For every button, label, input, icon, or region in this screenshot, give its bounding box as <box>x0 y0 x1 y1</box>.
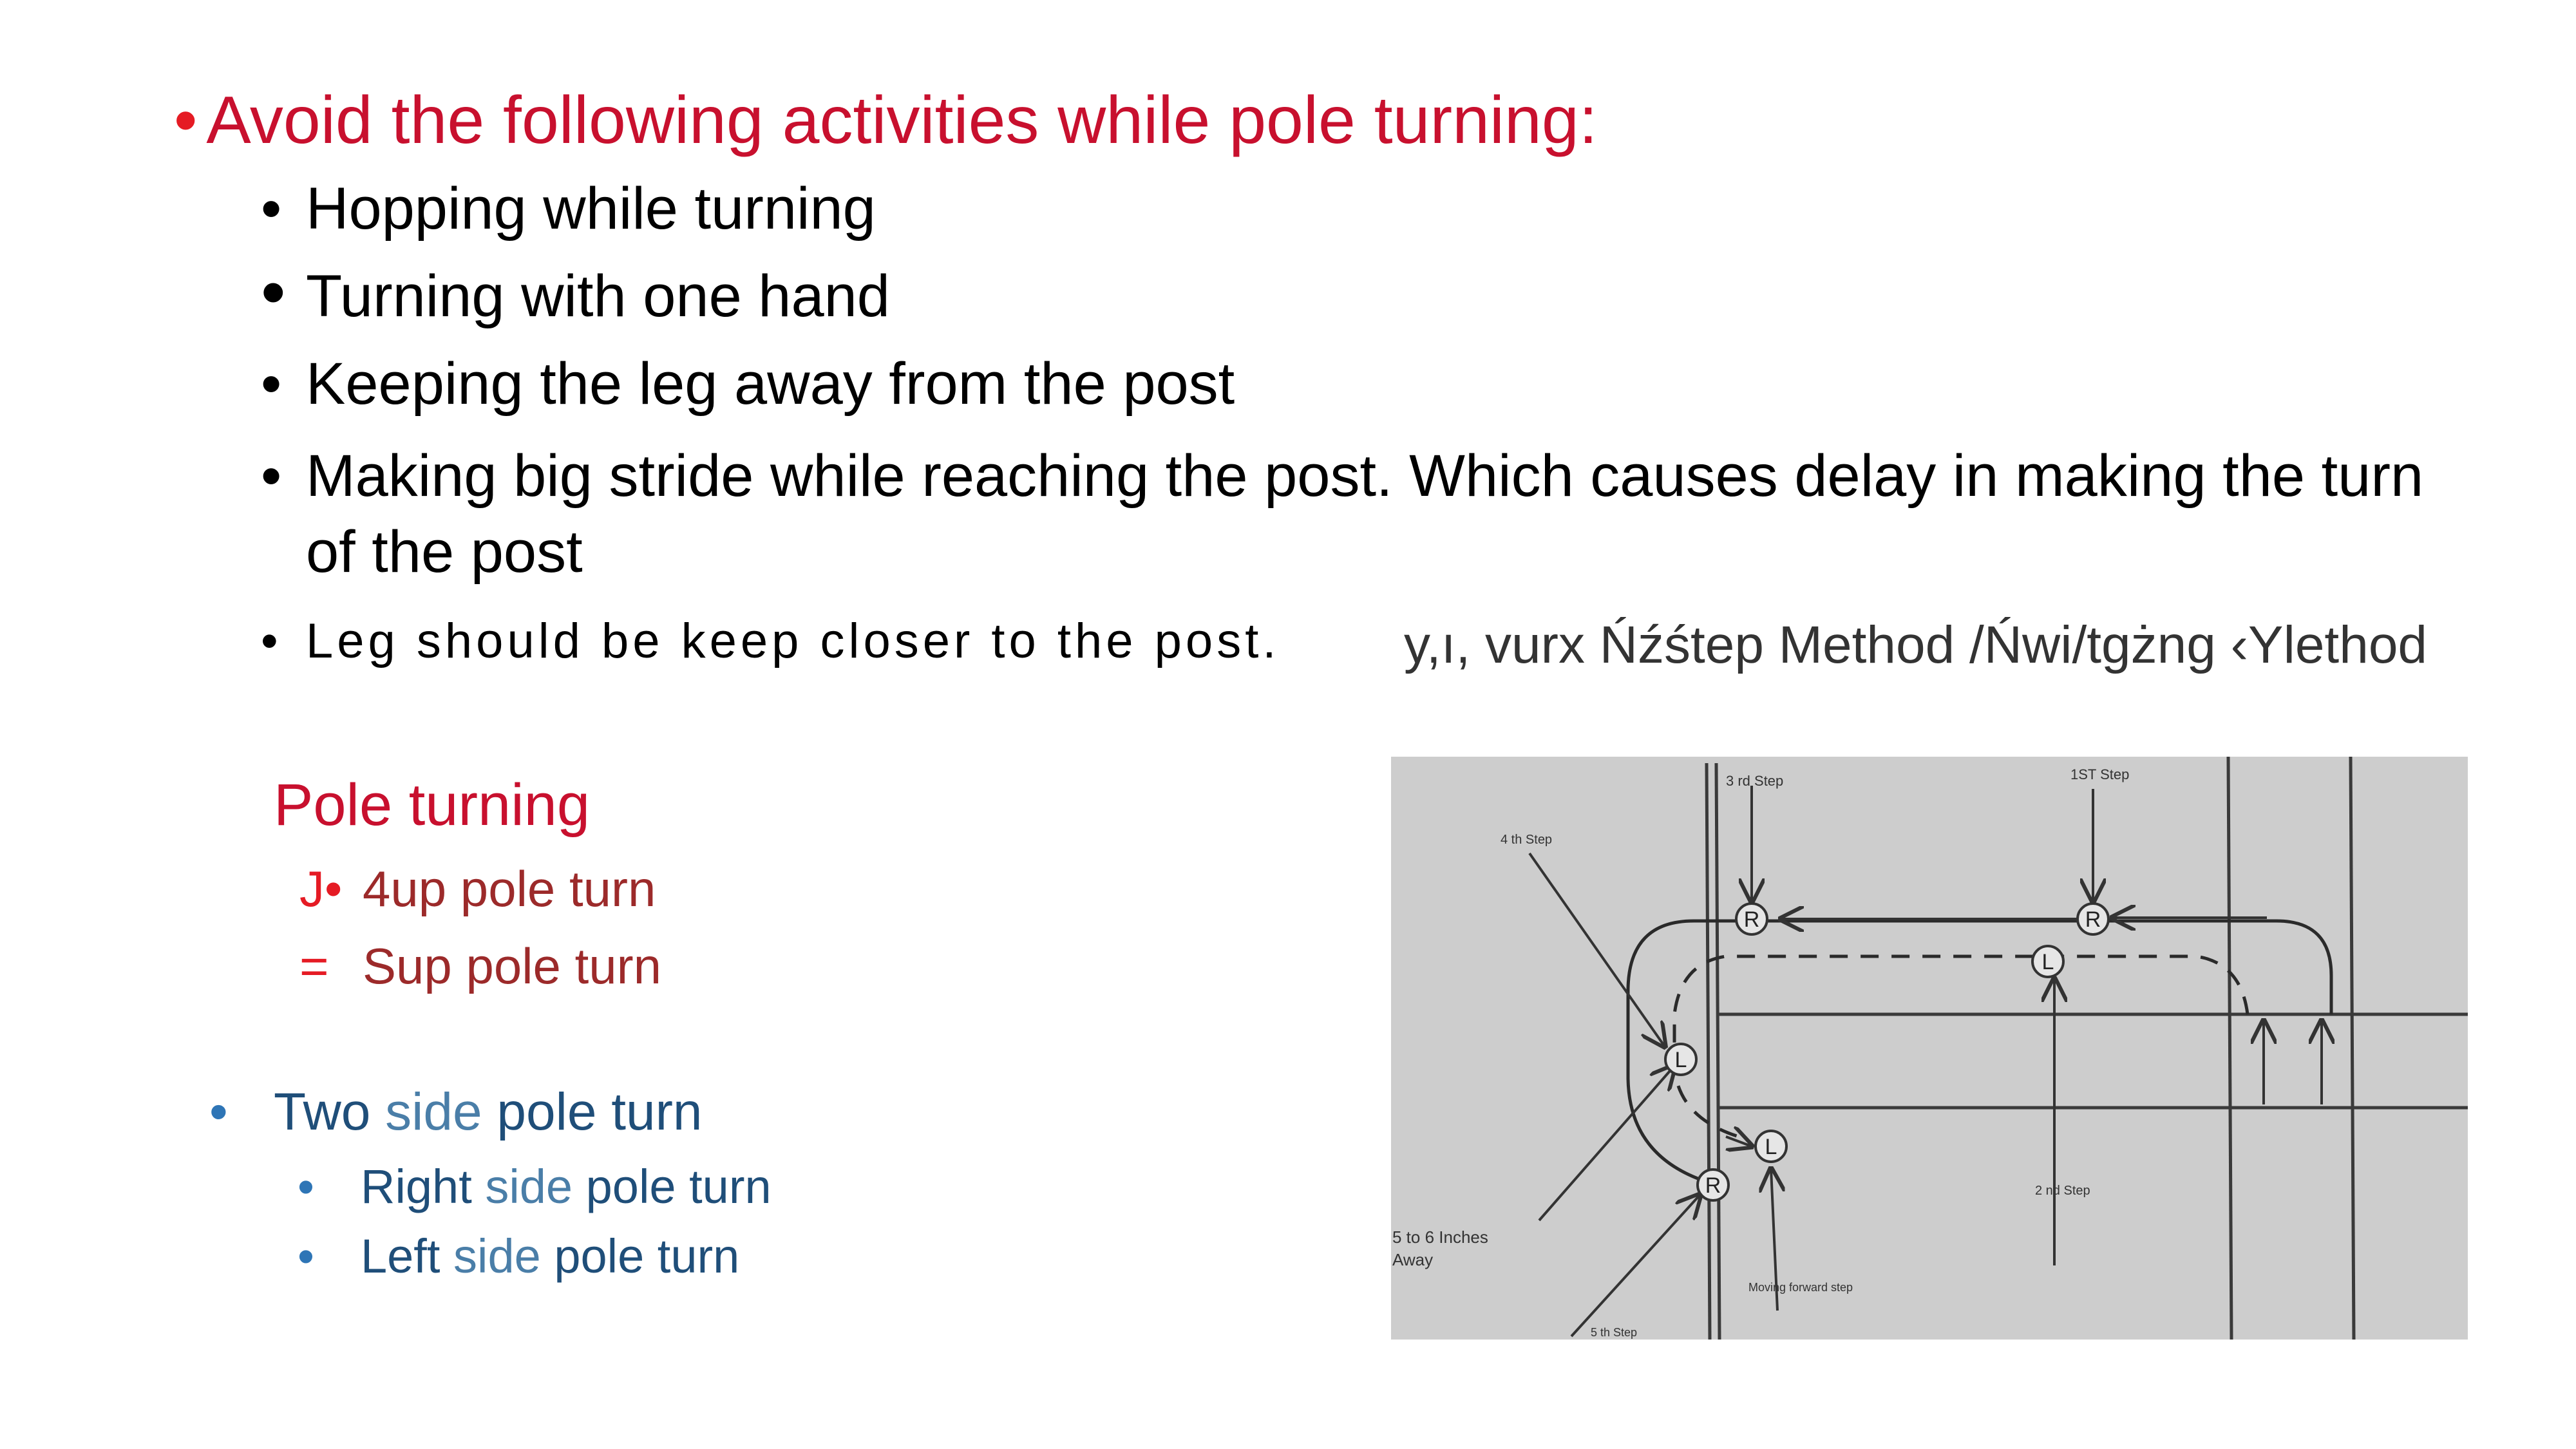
svg-text:3 rd Step: 3 rd Step <box>1726 773 1783 789</box>
side-text-a: Left <box>361 1229 453 1283</box>
post-structure <box>1705 757 2468 1340</box>
list-item: • Turning with one hand <box>261 252 890 332</box>
pole-turning-title: Pole turning <box>274 772 590 838</box>
diagram-background <box>1391 757 2468 1340</box>
foot-l-3: L <box>1754 1130 1788 1163</box>
foot-l-2: L <box>1664 1043 1698 1076</box>
svg-text:L: L <box>1765 1135 1777 1159</box>
list-item-text: Hopping while turning <box>306 176 876 242</box>
list-item: • Hopping while turning <box>261 175 876 243</box>
side-text-c: pole turn <box>540 1229 740 1283</box>
foot-r-1: R <box>1735 902 1768 936</box>
side-text-b: side <box>485 1160 573 1213</box>
side-text-b: side <box>385 1083 482 1141</box>
svg-text:5 th Step: 5 th Step <box>1591 1326 1637 1339</box>
foot-r-3: R <box>1696 1168 1730 1202</box>
side-text-c: pole turn <box>573 1160 772 1213</box>
diagram-labels: 3 rd Step 1ST Step 4 th Step 2 nd Step 5… <box>1392 766 2129 1339</box>
list-item-text: Leg should be keep closer to the post. <box>306 614 1280 668</box>
list-bullet: • <box>261 443 282 509</box>
side-text-b: side <box>453 1229 541 1283</box>
pole-bullet: J• <box>299 860 343 917</box>
svg-text:4 th Step: 4 th Step <box>1501 833 1552 847</box>
list-bullet: • <box>261 176 282 242</box>
foot-r-2: R <box>2076 902 2110 936</box>
list-item-text: Keeping the leg away from the post <box>306 351 1235 417</box>
list-bullet: • <box>261 351 282 417</box>
side-text-c: pole turn <box>482 1083 703 1141</box>
svg-text:R: R <box>1744 907 1760 932</box>
svg-text:R: R <box>2085 907 2101 932</box>
pole-bullet: = <box>299 938 329 994</box>
list-item: • Leg should be keep closer to the post. <box>261 613 1280 669</box>
foot-markers: R R L L L R <box>1664 902 2110 1202</box>
pole-turning-item: = Sup pole turn <box>299 937 661 996</box>
svg-text:L: L <box>2042 950 2054 974</box>
list-item-text: Making big stride while reaching the pos… <box>306 443 2424 585</box>
list-bullet: • <box>261 614 282 668</box>
garbled-caption: y,ı, vurx Ńźśtep Method /Ńwi/tgżng ‹Ylet… <box>1404 616 2428 674</box>
slide-heading: •Avoid the following activities while po… <box>174 82 1598 159</box>
side-turn-item: • Right side pole turn <box>298 1159 772 1214</box>
side-bullet: • <box>298 1229 314 1283</box>
heading-bullet: • <box>174 83 198 158</box>
list-item-text: Turning with one hand <box>306 263 890 329</box>
side-text-a: Right <box>361 1160 486 1213</box>
heading-text: Avoid the following activities while pol… <box>206 83 1598 158</box>
svg-text:Away: Away <box>1392 1250 1433 1269</box>
step-arrows <box>1528 786 2322 1338</box>
left-foot-path <box>1672 954 2249 1139</box>
svg-text:R: R <box>1705 1173 1721 1198</box>
svg-text:2 nd Step: 2 nd Step <box>2035 1184 2090 1198</box>
side-bullet: • <box>298 1160 314 1213</box>
list-item: • Making big stride while reaching the po… <box>261 438 2450 590</box>
list-item: • Keeping the leg away from the post <box>261 350 1235 418</box>
foot-l-1: L <box>2031 945 2065 978</box>
side-turn-heading: • Two side pole turn <box>209 1082 703 1142</box>
side-turn-item: • Left side pole turn <box>298 1229 739 1283</box>
right-foot-path <box>1626 919 2333 1184</box>
side-bullet: • <box>209 1083 228 1141</box>
svg-text:1ST Step: 1ST Step <box>2070 766 2129 782</box>
svg-text:L: L <box>1675 1048 1687 1072</box>
list-bullet: • <box>261 252 286 332</box>
pole-turning-item: J• 4up pole turn <box>299 860 656 918</box>
svg-text:5 to 6 Inches: 5 to 6 Inches <box>1392 1227 1488 1247</box>
svg-text:Moving forward step: Moving forward step <box>1748 1281 1853 1294</box>
pole-item-text: 4up pole turn <box>363 860 656 917</box>
pole-item-text: Sup pole turn <box>363 938 662 994</box>
side-text-a: Two <box>274 1083 386 1141</box>
pole-turn-diagram: R R L L L R 3 rd Step 1ST Step 4 th Step… <box>1391 757 2468 1340</box>
